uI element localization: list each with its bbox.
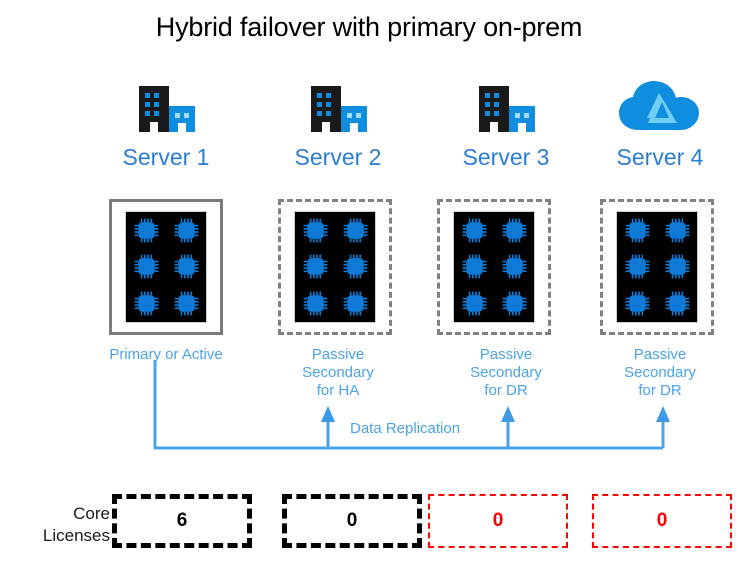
cpu-chip-icon [134,218,158,243]
role-line: Secondary [624,364,696,381]
cpu-board-4 [616,211,698,323]
cpu-chip-icon [625,218,649,243]
cpu-chip-icon [343,291,367,316]
cpu-chip-icon [134,255,158,279]
role-line: Secondary [470,364,542,381]
server-heading-3: Server 3 [462,144,550,170]
cpu-chip-icon [665,255,689,279]
page-title: Hybrid failover with primary on-prem [155,12,583,42]
cpu-chip-icon [462,291,486,316]
license-count-server-2: 0 [282,494,422,548]
cpu-board-2 [294,211,376,323]
server-chassis-1 [109,199,223,335]
cpu-chip-icon [134,291,158,316]
server-role-4: Passive Secondary for DR [572,346,738,400]
cpu-chip-icon [625,255,649,279]
server-chassis-4 [600,199,714,335]
role-line: Passive [311,346,365,363]
server-heading-2: Server 2 [294,144,382,170]
role-line: Passive [479,346,533,363]
server-role-3: Passive Secondary for DR [418,346,594,400]
role-line: Passive [633,346,687,363]
server-heading-1: Server 1 [122,144,210,170]
cpu-chip-icon [174,218,198,243]
cpu-chip-icon [625,291,649,316]
cpu-chip-icon [174,291,198,316]
cpu-chip-icon [303,255,327,279]
server-column-2: Server 2 [250,78,426,171]
role-line: for DR [638,382,682,399]
server-chassis-2 [278,199,392,335]
cpu-chip-icon [462,218,486,243]
server-column-1: Server 1 [78,78,254,171]
cpu-chip-icon [303,218,327,243]
cpu-chip-icon [665,218,689,243]
office-building-icon [418,78,594,134]
server-role-1: Primary or Active [78,346,254,364]
cpu-board-3 [453,211,535,323]
role-line: Primary or Active [109,346,223,363]
cpu-chip-icon [502,255,526,279]
core-licenses-label-line-1: Core [73,504,110,523]
cpu-chip-icon [462,255,486,279]
data-replication-label: Data Replication [350,420,461,437]
license-count-server-4: 0 [592,494,732,548]
role-line: for DR [484,382,528,399]
office-building-icon [250,78,426,134]
cpu-chip-icon [502,291,526,316]
cpu-chip-icon [343,255,367,279]
role-line: Secondary [302,364,374,381]
server-column-4: Server 4 [572,78,738,171]
cpu-chip-icon [343,218,367,243]
server-chassis-3 [437,199,551,335]
cpu-chip-icon [174,255,198,279]
server-column-3: Server 3 [418,78,594,171]
office-building-icon [78,78,254,134]
license-count-server-3: 0 [428,494,568,548]
cpu-board-1 [125,211,207,323]
cpu-chip-icon [303,291,327,316]
cpu-chip-icon [665,291,689,316]
azure-cloud-icon [572,78,738,134]
core-licenses-label: Core Licenses [18,503,110,547]
role-line: for HA [316,382,360,399]
license-count-server-1: 6 [112,494,252,548]
data-replication-connector [0,352,738,462]
cpu-chip-icon [502,218,526,243]
core-licenses-label-line-2: Licenses [42,526,110,545]
server-heading-4: Server 4 [616,144,704,170]
server-role-2: Passive Secondary for HA [250,346,426,400]
